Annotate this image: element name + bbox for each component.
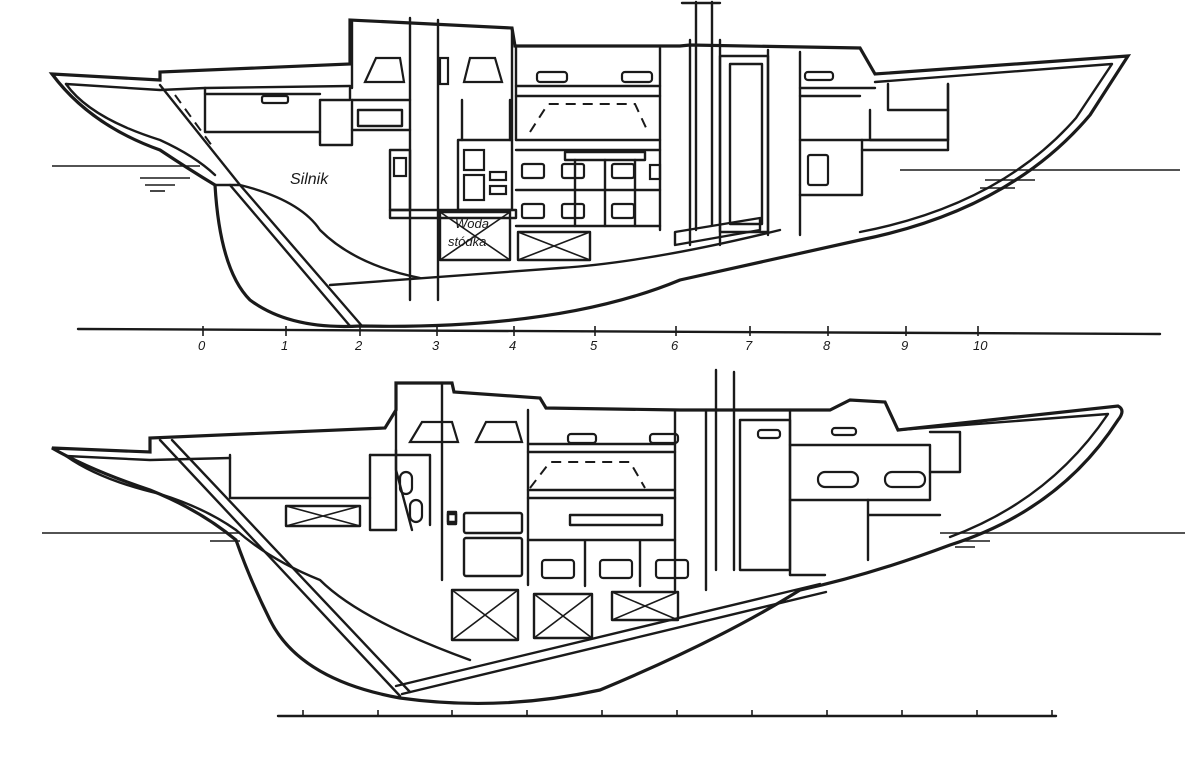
station-label: 2 (354, 338, 363, 353)
station-label: 5 (590, 338, 598, 353)
water-tank (438, 210, 512, 262)
station-label: 8 (823, 338, 831, 353)
station-label: 0 (198, 338, 206, 353)
station-label: 4 (509, 338, 516, 353)
bottom-scale (276, 710, 1058, 718)
bottom-mast (714, 368, 736, 572)
station-label: 10 (973, 338, 988, 353)
station-label: 6 (671, 338, 679, 353)
engine-label: Silnik (290, 171, 329, 188)
bottom-hull-outline (51, 381, 1124, 706)
bottom-hull-drawing (42, 368, 1185, 718)
top-hull-drawing: Silnik Woda stódka 0 1 2 3 4 5 6 7 8 9 10 (48, 0, 1180, 353)
station-label: 9 (901, 338, 908, 353)
station-label: 7 (745, 338, 753, 353)
top-waterline (52, 165, 1180, 192)
tank-label-line1: Woda (455, 216, 489, 231)
station-label: 3 (432, 338, 440, 353)
top-mast (680, 0, 722, 232)
top-hull-outline (48, 18, 1132, 329)
tank-label-line2: stódka (448, 234, 486, 249)
station-scale: 0 1 2 3 4 5 6 7 8 9 10 (76, 326, 1162, 353)
station-label: 1 (281, 338, 288, 353)
